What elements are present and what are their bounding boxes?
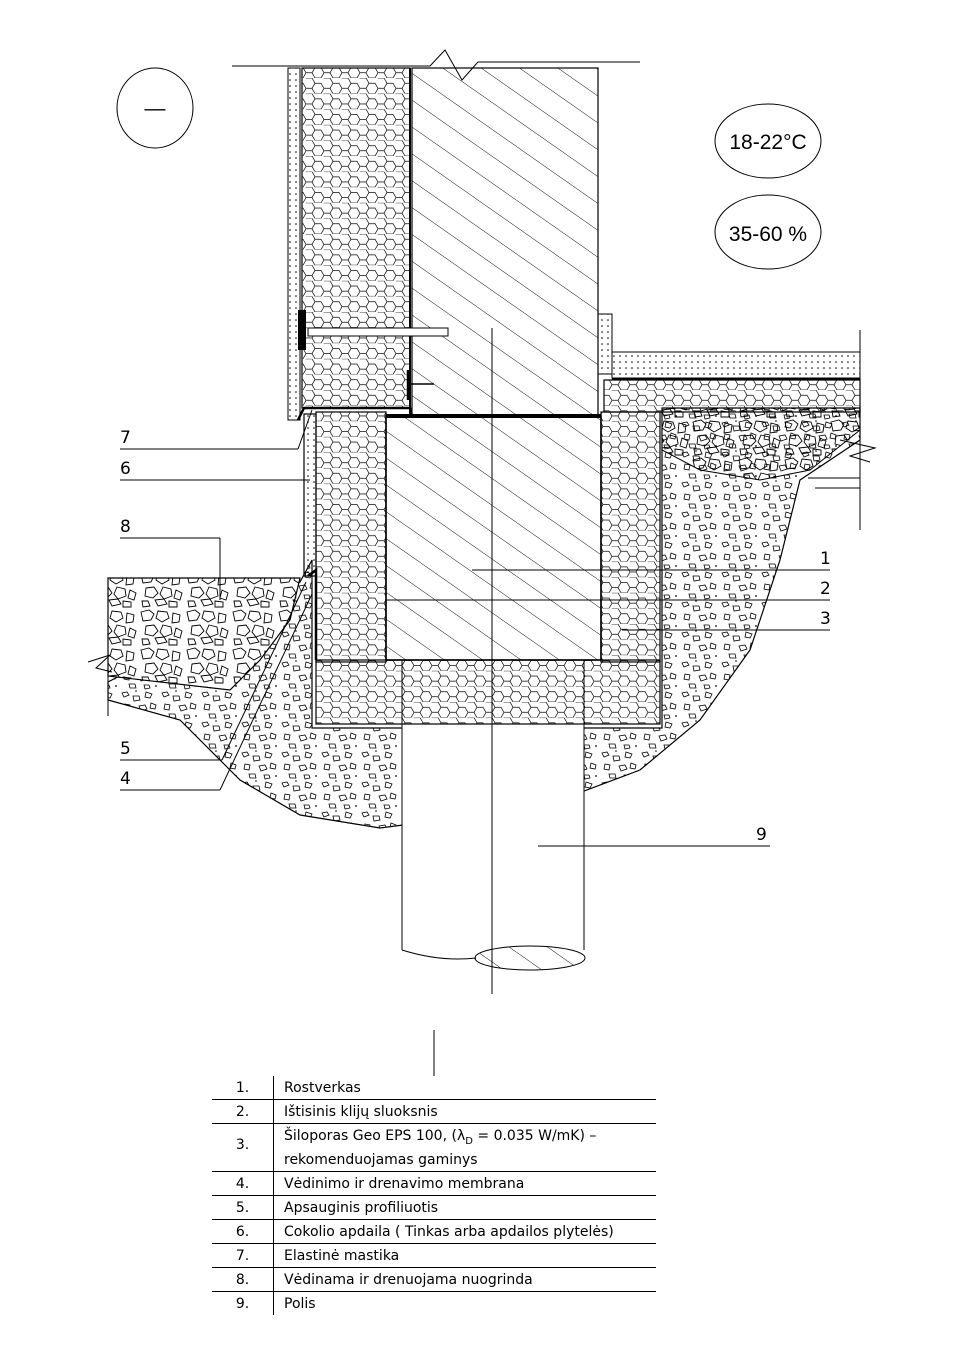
callout-9: 9 — [538, 825, 770, 847]
grade-beam — [385, 415, 602, 661]
legend-row: 5. Apsauginis profiliuotis — [212, 1195, 656, 1220]
svg-text:9: 9 — [756, 825, 767, 845]
svg-text:7: 7 — [120, 428, 131, 448]
callout-8: 8 — [120, 517, 221, 600]
callout-5: 5 — [120, 581, 307, 761]
section-mark: — — [116, 67, 194, 149]
legend-text: Elastinė mastika — [284, 1247, 400, 1264]
svg-text:8: 8 — [120, 517, 131, 537]
legend-text: Cokolio apdaila ( Tinkas arba apdailos p… — [284, 1223, 614, 1240]
plinth-finish — [303, 413, 317, 577]
svg-text:—: — — [145, 97, 166, 120]
svg-text:5: 5 — [120, 739, 131, 759]
legend-text: Apsauginis profiliuotis — [284, 1199, 439, 1216]
legend-row: 7. Elastinė mastika — [212, 1243, 656, 1268]
legend-number: 3. — [212, 1124, 274, 1171]
svg-text:35-60 %: 35-60 % — [729, 223, 807, 246]
callout-7: 7 — [120, 409, 313, 450]
legend-tick-lower — [433, 1030, 435, 1076]
legend-number: 9. — [212, 1291, 274, 1315]
protective-profile — [307, 567, 318, 660]
eps-left — [315, 411, 387, 663]
wall-insulation — [301, 67, 411, 409]
humidity-bubble: 35-60 % — [714, 194, 822, 270]
legend-table: 1. Rostverkas 2. Ištisinis klijų sluoksn… — [212, 1076, 656, 1315]
legend-text: Vėdinama ir drenuojama nuogrinda — [284, 1271, 533, 1288]
legend-row: 8. Vėdinama ir drenuojama nuogrinda — [212, 1267, 656, 1292]
anchor — [298, 310, 449, 400]
legend-row: 2. Ištisinis klijų sluoksnis — [212, 1100, 656, 1124]
callout-6: 6 — [120, 459, 310, 481]
legend-row: 6. Cokolio apdaila ( Tinkas arba apdailo… — [212, 1219, 656, 1244]
svg-text:2: 2 — [820, 579, 831, 599]
legend-number: 4. — [212, 1171, 274, 1195]
svg-text:18-22°C: 18-22°C — [729, 131, 806, 154]
foundation-section-drawing: — 18-22°C 35-60 % — [87, 49, 877, 1040]
legend-row: 3. Šiloporas Geo EPS 100, (λD = 0.035 W/… — [212, 1124, 656, 1172]
legend-number: 5. — [212, 1195, 274, 1219]
callout-2: 2 — [386, 579, 831, 601]
legend-number: 2. — [212, 1100, 274, 1123]
floor-eps — [603, 379, 861, 413]
callout-3: 3 — [622, 609, 831, 631]
eps-right — [600, 411, 661, 663]
legend-number: 6. — [212, 1219, 274, 1243]
legend-row: 4. Vėdinimo ir drenavimo membrana — [212, 1171, 656, 1196]
eps-bottom — [315, 659, 661, 725]
legend-number: 1. — [212, 1076, 274, 1099]
legend-number: 8. — [212, 1267, 274, 1291]
legend-text: Vėdinimo ir drenavimo membrana — [284, 1175, 525, 1192]
svg-text:1: 1 — [820, 549, 831, 569]
legend-text: Polis — [284, 1295, 316, 1312]
legend-number: 7. — [212, 1243, 274, 1267]
svg-text:6: 6 — [120, 459, 131, 479]
wall-masonry — [411, 67, 599, 417]
break-line — [232, 49, 640, 81]
legend-row: 9. Polis — [212, 1291, 656, 1315]
legend-row: 1. Rostverkas — [212, 1076, 656, 1100]
starter-profile — [296, 406, 414, 421]
svg-text:3: 3 — [820, 609, 831, 629]
callout-4: 4 — [120, 593, 313, 791]
svg-text:4: 4 — [120, 769, 131, 789]
floor-screed — [611, 351, 861, 379]
legend-text: Rostverkas — [284, 1080, 361, 1096]
callout-1: 1 — [472, 549, 831, 571]
legend-text: Šiloporas Geo EPS 100, (λD = 0.035 W/mK)… — [284, 1128, 597, 1168]
legend-text: Ištisinis klijų sluoksnis — [284, 1104, 438, 1120]
temperature-bubble: 18-22°C — [714, 103, 822, 179]
